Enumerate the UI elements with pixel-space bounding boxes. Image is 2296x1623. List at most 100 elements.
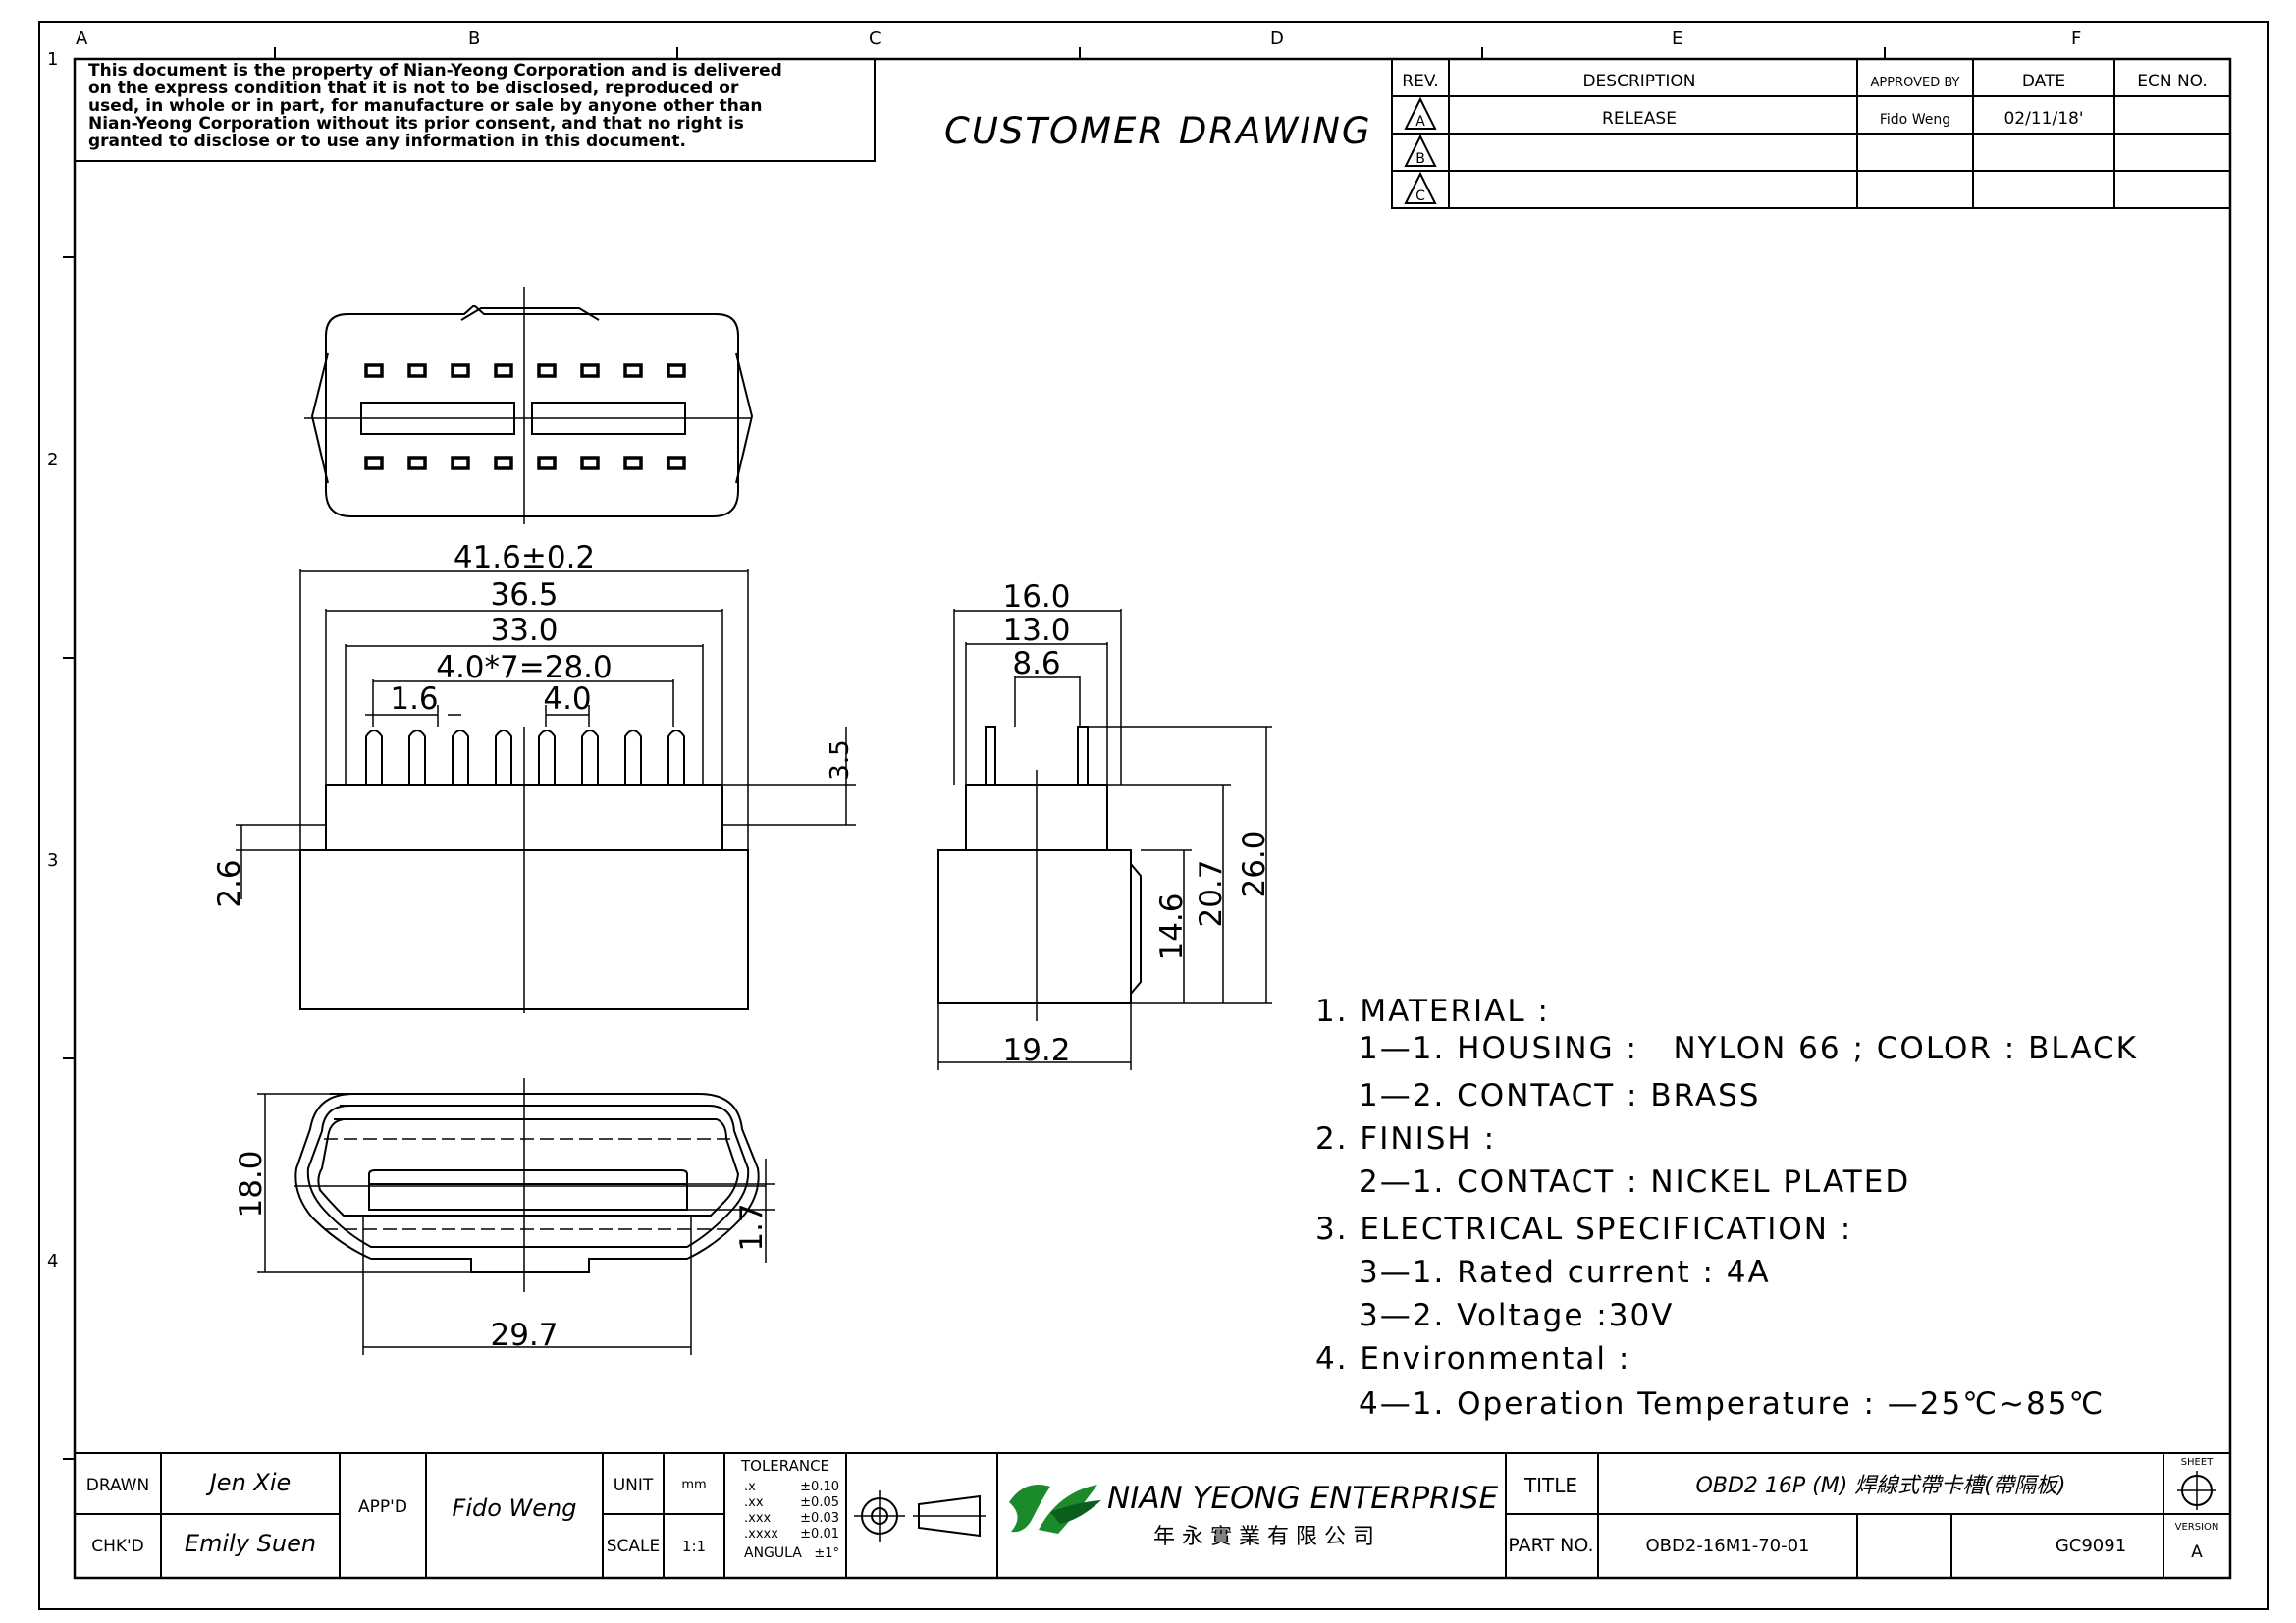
pin-cavity-bottom [623,456,643,470]
pin-cavity-bottom [364,456,384,470]
dim-side-height-2: 20.7 [1194,859,1229,927]
zone-row-4: 4 [47,1251,58,1271]
disclaimer-line-5: granted to disclose or to use any inform… [88,132,686,151]
company-name-en: NIAN YEONG ENTERPRISE [1107,1481,1498,1516]
contact-pin [408,730,426,785]
dim-side-1: 16.0 [1002,579,1070,615]
tolerance-key-3: .xxx [744,1511,772,1526]
pin-cavity-top [580,363,600,378]
pin-cavity-top [364,363,384,378]
tolerance-val-1: ±0.10 [800,1480,839,1494]
drawing-heading: CUSTOMER DRAWING [944,110,1372,152]
rev-header: REV. [1402,72,1438,91]
contact-pin [452,730,469,785]
version-value: A [2191,1542,2203,1562]
zone-col-d: D [1270,28,1284,49]
tolerance-val-2: ±0.05 [800,1495,839,1510]
dim-front-overall: 41.6±0.2 [454,540,595,575]
ecn-header: ECN NO. [2137,72,2208,91]
company-name-zh: 年 永 實 業 有 限 公 司 [1153,1525,1374,1549]
disclaimer-line-2: on the express condition that it is not … [88,79,739,98]
tolerance-key-5: ANGULA [744,1545,802,1561]
dim-bottom-height: 18.0 [234,1150,269,1217]
front-pins [365,730,685,785]
dim-front-3: 33.0 [490,613,558,648]
dim-front-2: 36.5 [490,577,558,613]
contact-pin [495,730,512,785]
revision-table [1391,58,2231,209]
side-view [937,609,1272,1070]
note-3: 3. ELECTRICAL SPECIFICATION : [1315,1212,1853,1247]
approved-by: Fido Weng [453,1494,577,1522]
pin-cavity-top [407,363,427,378]
rev-c-mark: C [1415,189,1425,204]
tolerance-key-2: .xx [744,1495,764,1510]
tolerance-key-4: .xxxx [744,1527,778,1542]
approved-header: APPROVED BY [1870,76,1959,90]
part-value: OBD2-16M1-70-01 [1645,1536,1809,1556]
face-pins-bottom [364,456,686,470]
zone-ticks [63,47,1886,1460]
zone-col-a: A [76,28,88,49]
pin-cavity-bottom [537,456,557,470]
zone-col-c: C [869,28,881,49]
checked-by: Emily Suen [185,1530,316,1557]
tolerance-val-4: ±0.01 [800,1527,839,1542]
pin-cavity-bottom [407,456,427,470]
drawn-label: DRAWN [86,1476,149,1495]
dim-pin-width: 1.6 [390,681,438,717]
inner-frame [73,57,2232,1580]
zone-row-1: 1 [47,49,58,70]
title-value: OBD2 16P (M) 焊線式帶卡槽(帶隔板) [1696,1474,2066,1498]
pin-cavity-top [537,363,557,378]
tolerance-key-1: .x [744,1480,756,1494]
pin-cavity-top [667,363,686,378]
scale-value: 1:1 [682,1538,706,1555]
approved-label: APP'D [358,1497,407,1517]
dim-pin-span: 4.0*7=28.0 [436,650,613,685]
unit-label: UNIT [614,1476,654,1495]
note-4: 4. Environmental : [1315,1341,1631,1377]
rev-a-approved-by: Fido Weng [1880,112,1950,128]
face-pins-top [364,363,686,378]
pin-cavity-bottom [580,456,600,470]
revision-table-text: REV. DESCRIPTION APPROVED BY DATE ECN NO… [1402,72,2207,204]
date-header: DATE [2022,72,2065,91]
disclaimer-box [74,58,876,162]
title-block-text: DRAWN Jen Xie CHK'D Emily Suen APP'D Fid… [86,1457,2219,1562]
dim-side-height-1: 14.6 [1154,893,1190,960]
dim-side-2: 13.0 [1002,613,1070,648]
tolerance-val-5: ±1° [814,1546,839,1561]
front-view [236,569,856,1013]
outer-frame [38,21,2269,1610]
version-label: VERSION [2175,1522,2219,1533]
description-header: DESCRIPTION [1582,72,1695,91]
disclaimer-line-1: This document is the property of Nian-Ye… [88,61,782,81]
zone-row-3: 3 [47,850,58,871]
face-view [304,287,754,524]
contact-pin [667,730,685,785]
rev-a-date: 02/11/18' [2003,109,2083,129]
dim-side-height-3: 26.0 [1237,830,1272,897]
dim-pin-height: 3.5 [826,739,855,780]
zone-col-f: F [2071,28,2081,49]
dim-bottom-width: 29.7 [490,1318,558,1353]
tolerance-label: TOLERANCE [740,1457,829,1475]
zone-col-e: E [1672,28,1682,49]
title-block [75,1452,2230,1578]
rev-a-description: RELEASE [1602,109,1677,129]
unit-value: mm [681,1478,706,1492]
contact-pin [538,730,556,785]
note-3-2: 3—2. Voltage :30V [1359,1298,1675,1333]
scale-label: SCALE [607,1537,661,1556]
dim-side-3: 8.6 [1012,646,1060,681]
part-label: PART NO. [1508,1535,1593,1556]
disclaimer-line-4: Nian-Yeong Corporation without its prior… [88,114,744,134]
checked-label: CHK'D [91,1537,144,1556]
note-3-1: 3—1. Rated current : 4A [1359,1255,1771,1290]
company-logo [1009,1485,1101,1534]
dim-step-height: 2.6 [212,859,247,907]
dim-side-base: 19.2 [1002,1033,1070,1068]
title-label: TITLE [1523,1474,1577,1497]
